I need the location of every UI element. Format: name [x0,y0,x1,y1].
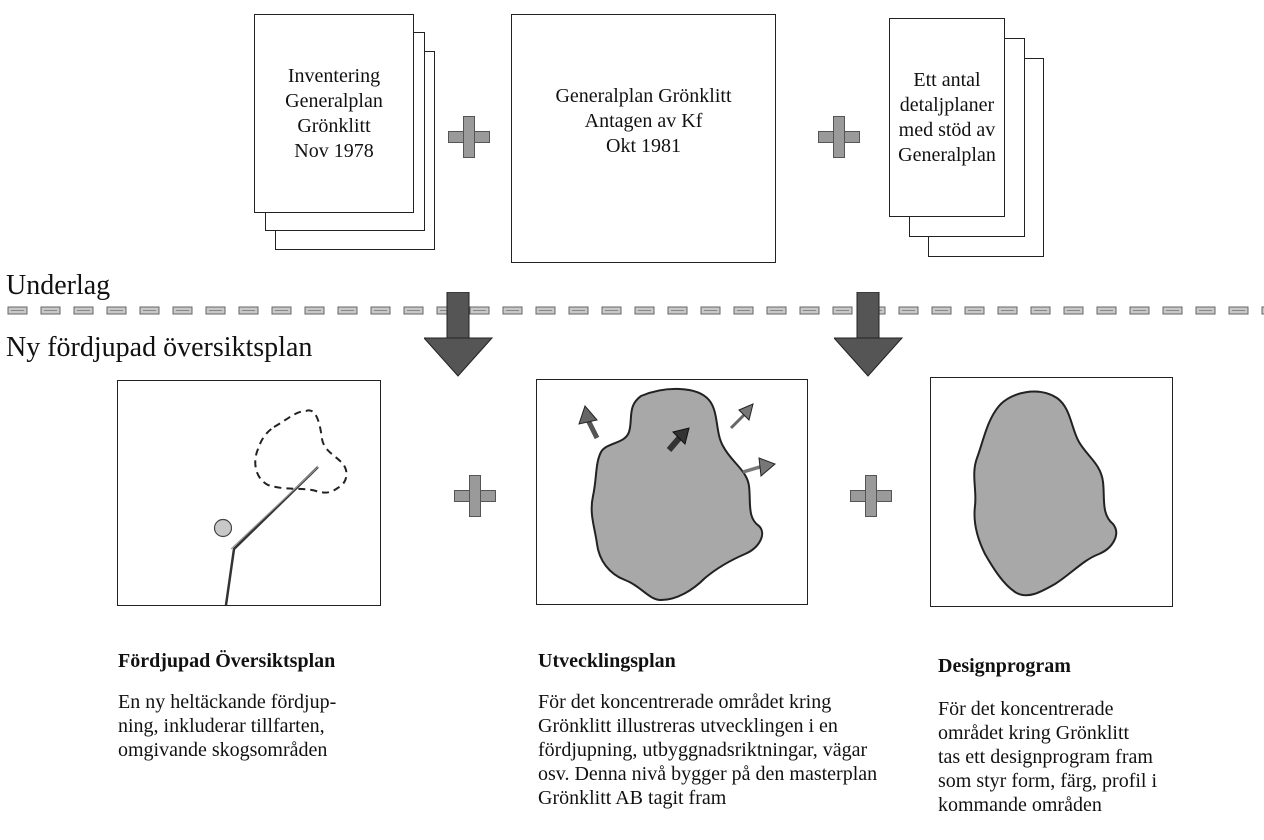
oversiktsplan-description: En ny heltäckande fördjup- ning, inklude… [118,691,337,761]
direction-arrow-icon [666,427,690,452]
development-area-illustration [578,387,776,602]
plus-icon [850,475,892,517]
utvecklingsplan-map [536,379,808,605]
down-arrow-icon [424,292,494,377]
underlag-label: Underlag [6,270,111,301]
direction-arrow-icon [578,405,600,440]
dashed-divider-line [0,305,1264,317]
oversiktsplan-map [117,380,381,606]
road-map-illustration [213,409,348,606]
inventering-document-label: Inventering Generalplan Grönklitt Nov 19… [285,64,383,162]
detaljplaner-document-label: Ett antal detaljplaner med stöd av Gener… [898,68,996,166]
design-area-illustration [973,390,1118,597]
utvecklingsplan-description: För det koncentrerade området kring Grön… [538,691,878,809]
utvecklingsplan-title: Utvecklingsplan [538,650,676,672]
ny-fordjupad-oversiktsplan-label: Ny fördjupad översiktsplan [6,332,313,363]
plus-icon [448,116,490,158]
down-arrow-icon [834,292,904,377]
plus-icon [818,116,860,158]
direction-arrow-icon [729,403,754,430]
generalplan-document: Generalplan Grönklitt Antagen av Kf Okt … [511,14,776,263]
oversiktsplan-title: Fördjupad Översiktsplan [118,650,336,672]
document-front-page: Inventering Generalplan Grönklitt Nov 19… [254,14,414,213]
generalplan-document-label: Generalplan Grönklitt Antagen av Kf Okt … [555,84,732,157]
designprogram-map [930,377,1173,607]
designprogram-title: Designprogram [938,655,1071,677]
direction-arrow-icon [742,457,776,477]
plus-icon [454,475,496,517]
document-front-page: Ett antal detaljplaner med stöd av Gener… [889,18,1005,217]
designprogram-description: För det koncentrerade området kring Grön… [938,698,1158,816]
